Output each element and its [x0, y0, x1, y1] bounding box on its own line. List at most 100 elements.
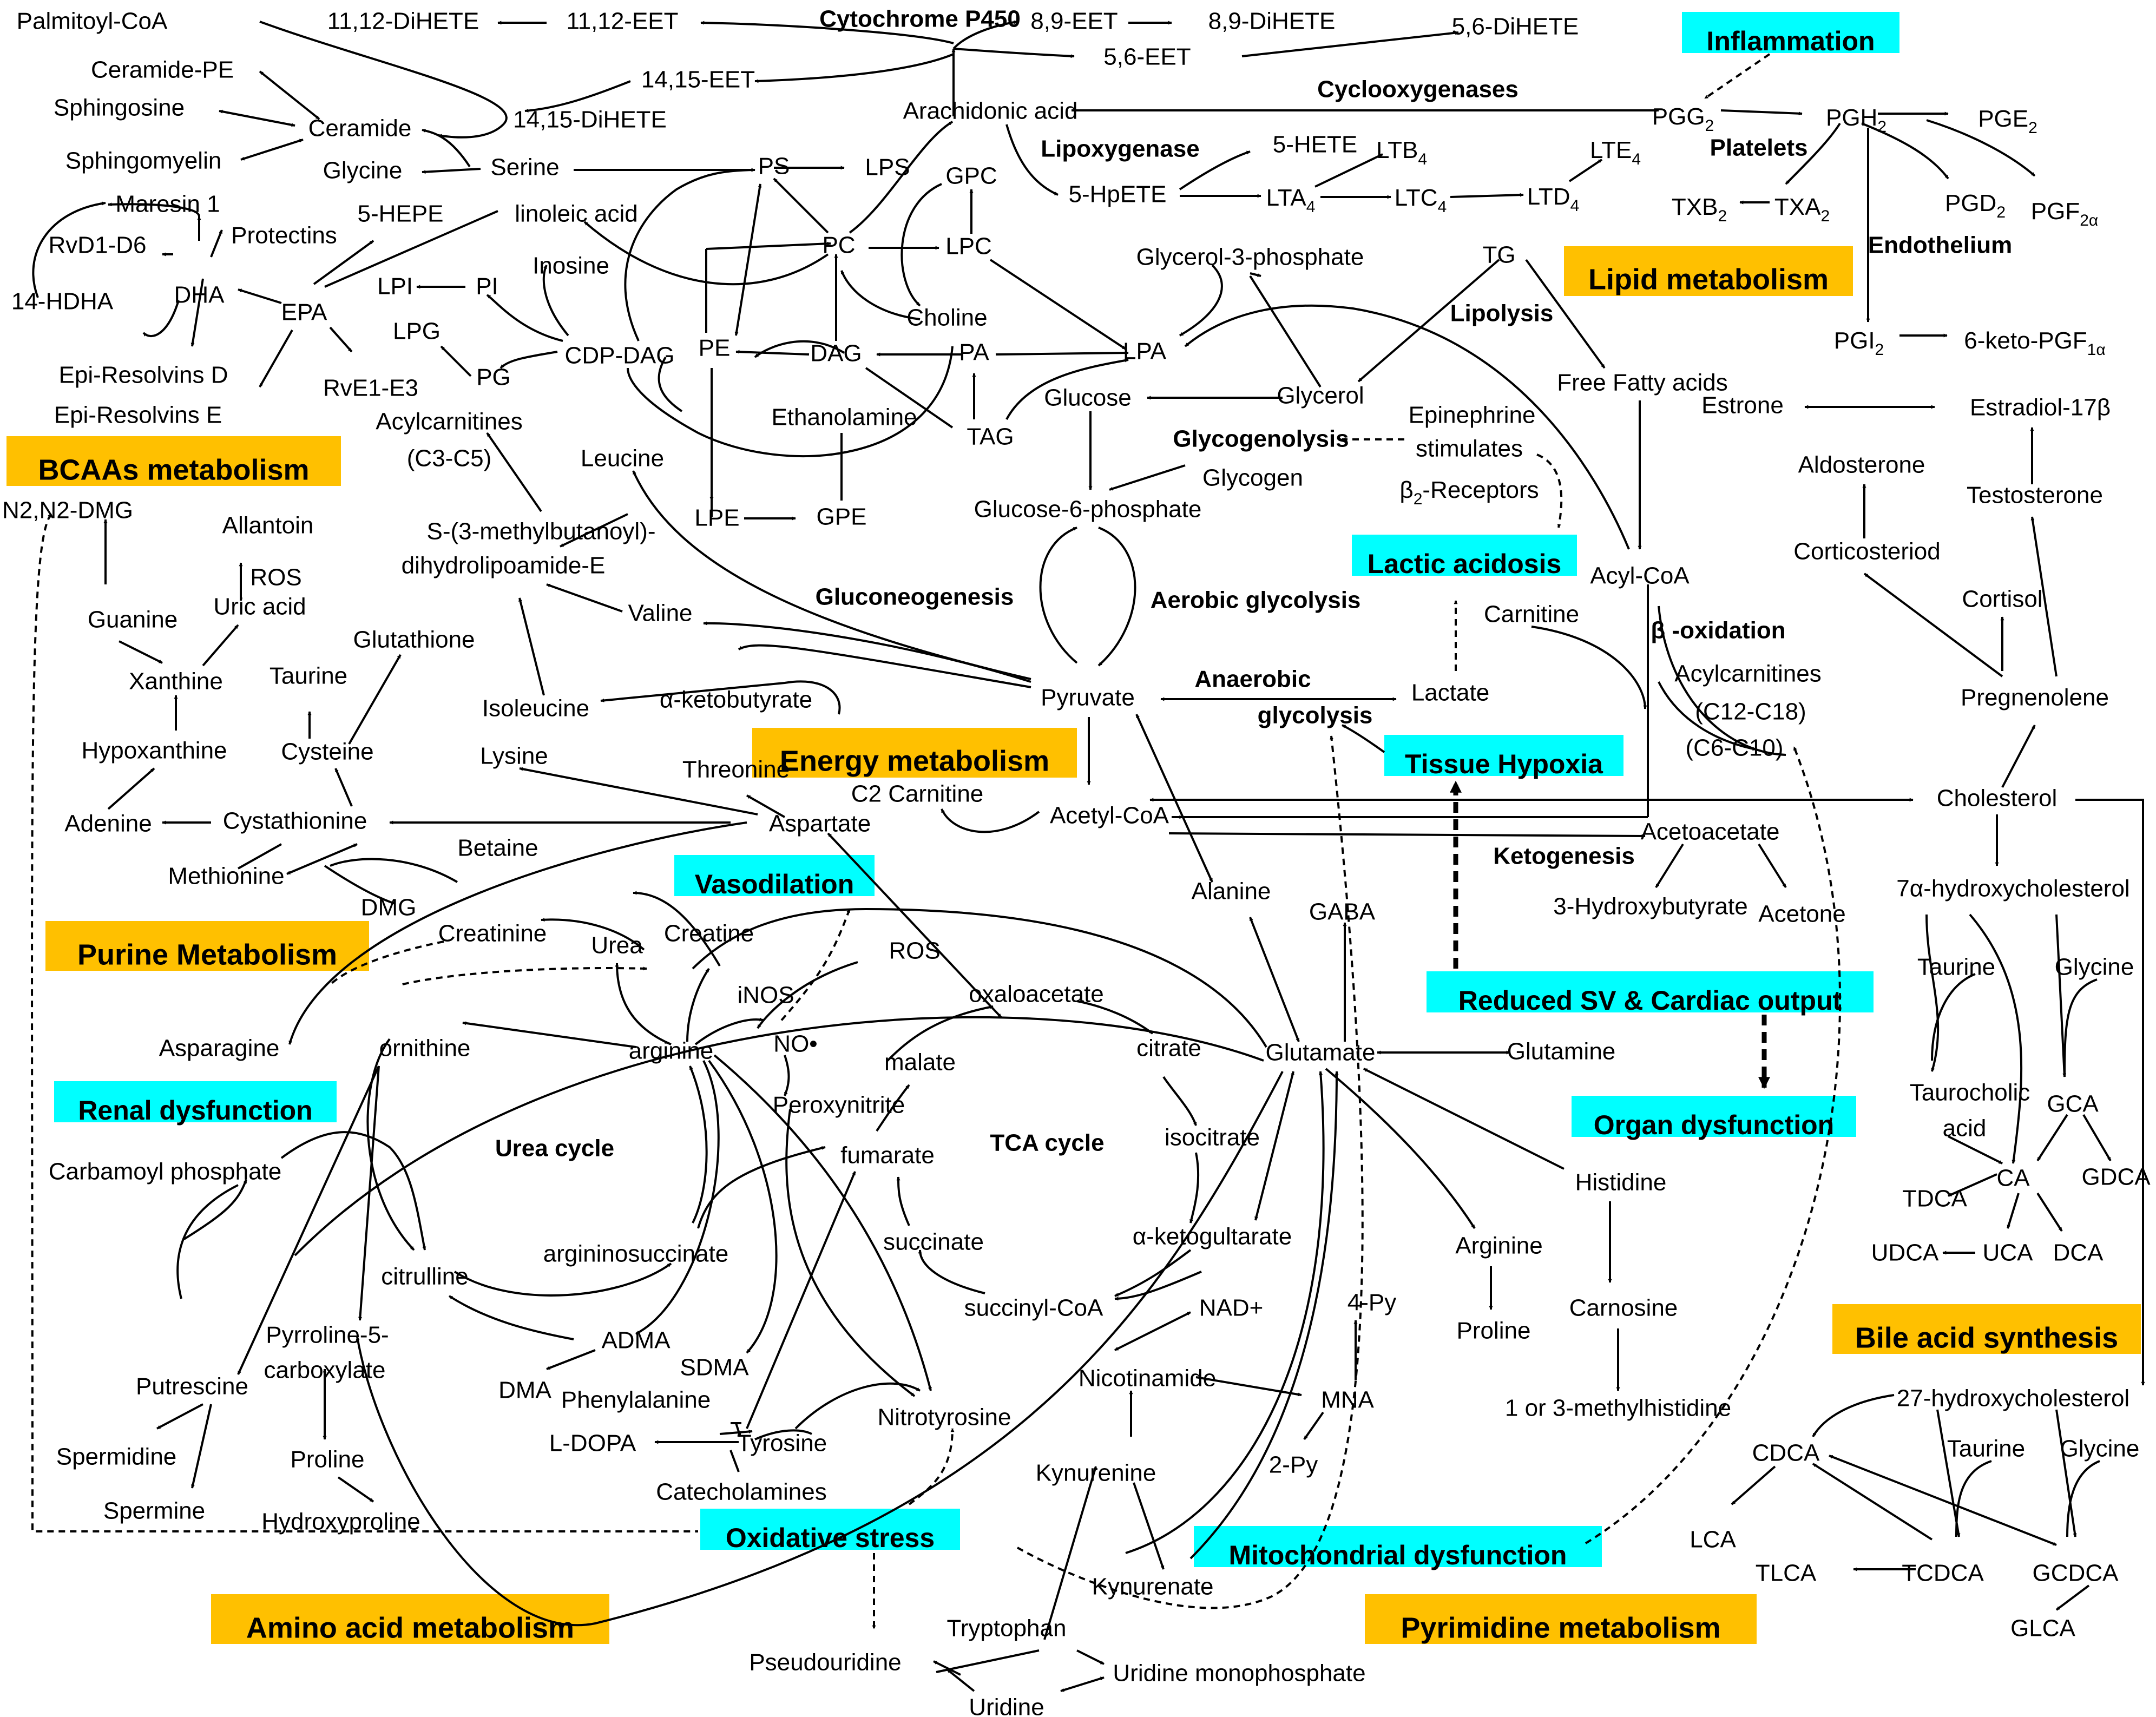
arrow-pyruvate-alanine	[1135, 714, 1213, 883]
node-epinephrine: Epinephrine	[1409, 402, 1536, 429]
node-1-or-3-methylhistidine: 1 or 3-methylhistidine	[1505, 1395, 1731, 1422]
box-lactic-acidosis	[1352, 535, 1577, 576]
node-tca-cycle: TCA cycle	[990, 1130, 1104, 1156]
arrow-tyr-fumarate	[746, 1171, 856, 1429]
node-inosine: Inosine	[533, 253, 609, 279]
node-protectins: Protectins	[231, 222, 337, 249]
arrow-carnitine-beta	[1531, 626, 1647, 709]
node-palmitoyl-coa: Palmitoyl-CoA	[17, 8, 168, 35]
node-glycerol-3-phosphate: Glycerol-3-phosphate	[1136, 244, 1364, 271]
line-acylcoa-acyl	[1658, 606, 1786, 756]
node-14-15-eet: 14,15-EET	[641, 67, 755, 93]
arrow-aspartate-lysine	[519, 767, 758, 815]
box-bcaas-metabolism	[6, 436, 341, 486]
arrow-serine-ceramide	[422, 129, 471, 168]
node-sphingosine: Sphingosine	[54, 95, 185, 121]
arrow-1415eet-dihete	[524, 80, 631, 113]
dashed-vasodilation-no	[778, 909, 851, 1024]
highlight-energy-metabolism: Energy metabolism	[780, 745, 1049, 777]
node-lps: LPS	[865, 154, 910, 181]
arrow-epa-5hepe	[313, 240, 374, 285]
node-tryptophan: Tryptophan	[947, 1615, 1067, 1642]
line-glutamate-outer	[294, 1016, 1264, 1256]
arrow-gca-ca	[2036, 1114, 2068, 1162]
arrow-7a-gca	[2055, 914, 2067, 1077]
arrow-g3p-lpa	[1179, 264, 1223, 337]
node-malate: malate	[884, 1049, 956, 1076]
node-5-hepe: 5-HEPE	[358, 201, 444, 227]
node-xanthine: Xanthine	[129, 668, 223, 695]
node-dihydrolipoamide-e: dihydrolipoamide-E	[402, 552, 606, 579]
arrow-arginine-adma	[635, 1060, 720, 1335]
node-urea-cycle: Urea cycle	[495, 1135, 614, 1162]
arrow-acetoacetate-acetone	[1758, 843, 1787, 889]
arrow-glutamate-pyrroline	[356, 1071, 1284, 1627]
node-creatine: Creatine	[664, 920, 754, 947]
node-choline: Choline	[906, 305, 987, 331]
node-pseudouridine: Pseudouridine	[749, 1649, 901, 1676]
line-g3p-glycerol	[1249, 275, 1322, 388]
node-epi-resolvins-d: Epi-Resolvins D	[59, 362, 228, 389]
arrow-tg-ffa	[1525, 259, 1606, 369]
arrow-putrescine-spermine	[190, 1404, 212, 1489]
arrow-glutamate-arginine	[1325, 1068, 1476, 1229]
node-glutamine: Glutamine	[1507, 1038, 1616, 1065]
arrow-cdpdag-inosine	[542, 265, 569, 337]
arrow-ca-uca	[2007, 1193, 2020, 1229]
node-linoleic-acid: linoleic acid	[515, 201, 637, 227]
arrow-dag-pe	[735, 350, 810, 356]
node-glucose-6-phosphate: Glucose-6-phosphate	[974, 496, 1202, 523]
node-glucose: Glucose	[1044, 385, 1131, 411]
highlight-bcaas-metabolism: BCAAs metabolism	[38, 453, 309, 486]
node-cystathionine: Cystathionine	[223, 808, 367, 834]
node-nicotinamide: Nicotinamide	[1079, 1365, 1216, 1392]
box-energy-metabolism	[752, 728, 1077, 778]
arrow-tyr-nitrotyr	[794, 1382, 921, 1430]
arrow-gca-gdca	[2082, 1114, 2112, 1162]
arrow-ros-no	[757, 961, 858, 1029]
node-ketogenesis: Ketogenesis	[1493, 843, 1635, 870]
node-aerobic-glycolysis: Aerobic glycolysis	[1151, 587, 1361, 614]
arrow-aspartate-threonine	[746, 794, 785, 818]
highlight-amino-acid-metabolism: Amino acid metabolism	[246, 1611, 574, 1644]
node-kynurenine: Kynurenine	[1036, 1460, 1156, 1486]
arrow-meth-dmg	[324, 865, 396, 905]
arrow-acetoacetate-3hb	[1655, 843, 1684, 889]
box-renal-dysfunction	[54, 1081, 337, 1122]
line-taurine-tcdca	[1955, 1460, 1992, 1537]
node-cholesterol: Cholesterol	[1937, 785, 2058, 812]
node-carboxylate: carboxylate	[264, 1357, 385, 1384]
node-pe: PE	[699, 335, 731, 361]
node-arginine-uc: arginine	[629, 1038, 714, 1064]
node-acylcarnitines-long: Acylcarnitines	[1674, 661, 1821, 687]
line-dag-tag	[865, 367, 954, 429]
label-platelets: Platelets	[1710, 135, 1808, 161]
arrow-27-gcdca	[2055, 1409, 2077, 1537]
node-guanine: Guanine	[88, 607, 178, 633]
node-phenylalanine: Phenylalanine	[561, 1387, 711, 1413]
node-6-keto: 6-keto-PGF1α	[1964, 327, 2105, 359]
dashed-tyr-glycolysis	[1017, 735, 1364, 1609]
arrow-epa-epirve	[259, 330, 293, 387]
line-glutamate-arc	[692, 907, 1267, 1048]
highlight-lactic-acidosis: Lactic acidosis	[1368, 549, 1562, 579]
arrow-aa-5hpete	[1005, 124, 1059, 196]
node-acylcarnitines-c3-c5: Acylcarnitines	[376, 409, 522, 435]
arrow-oxalo-citrate	[1076, 1000, 1154, 1035]
node-kynurenate: Kynurenate	[1092, 1574, 1213, 1600]
arrow-lta4-ltb4	[1314, 153, 1383, 188]
node-putrescine: Putrescine	[136, 1373, 248, 1400]
arrow-tryp-glutamate-2	[1125, 1071, 1325, 1554]
node-gluconeogenesis: Gluconeogenesis	[816, 584, 1014, 610]
node-acid: acid	[1943, 1115, 1987, 1142]
node-allantoin: Allantoin	[222, 512, 314, 539]
node-rve1-e3: RvE1-E3	[323, 375, 418, 402]
arrow-nicotinamide-nad	[1114, 1311, 1191, 1351]
node-lpc: LPC	[945, 233, 992, 260]
highlight-pyrimidine-metabolism: Pyrimidine metabolism	[1401, 1611, 1720, 1644]
arrow-creatine-arc	[633, 891, 721, 967]
node-acetone: Acetone	[1758, 901, 1845, 927]
node-tag: TAG	[967, 424, 1014, 450]
node-lipolysis: Lipolysis	[1450, 300, 1554, 327]
node-7a-hydroxycholesterol: 7α-hydroxycholesterol	[1896, 876, 2129, 902]
